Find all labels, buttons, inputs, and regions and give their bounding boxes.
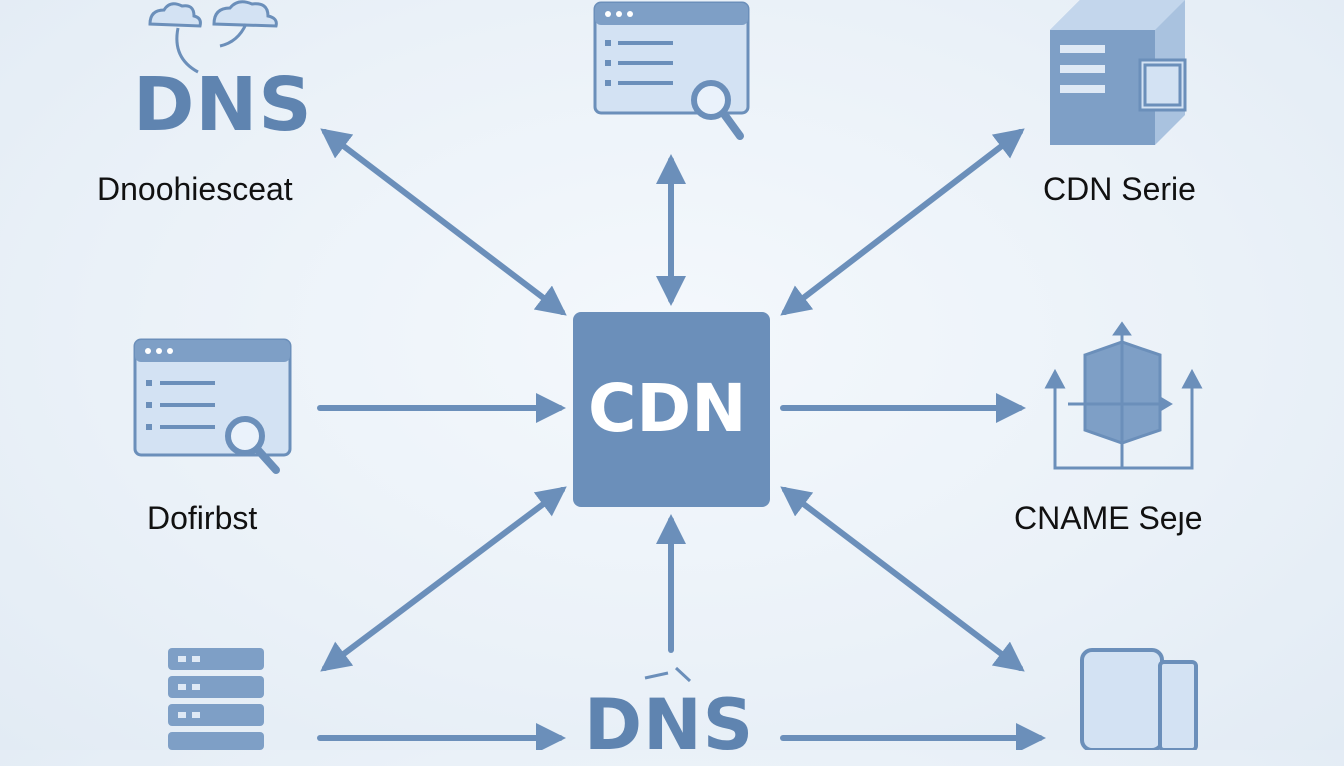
cdn-center-box bbox=[573, 312, 770, 507]
arrow-bottom-left bbox=[320, 486, 567, 672]
server-stack-icon bbox=[168, 648, 264, 750]
cdn-dns-diagram bbox=[133, 0, 1203, 750]
arrow-top-left bbox=[320, 128, 567, 316]
arrow-bottom-right bbox=[780, 486, 1025, 672]
server-box-icon bbox=[1050, 0, 1187, 145]
label-top-right: CDN Serie bbox=[1043, 171, 1196, 207]
cdn-center-label: CDN bbox=[588, 370, 747, 447]
phone-icon bbox=[1080, 648, 1198, 750]
label-top-left: Dnoohiesceat bbox=[97, 171, 293, 207]
dns-logo-bottom-center: DNS bbox=[584, 684, 755, 766]
browser-search-icon bbox=[593, 1, 750, 140]
browser-search-icon-left bbox=[133, 338, 292, 474]
arrow-top-right bbox=[780, 128, 1025, 316]
label-mid-left: Dofirbst bbox=[147, 500, 258, 536]
dns-logo-top-left: DNS bbox=[133, 62, 313, 148]
cloud-icons bbox=[148, 0, 278, 74]
dns-mark-lines bbox=[644, 666, 692, 683]
cname-box-icon bbox=[1044, 321, 1203, 470]
label-mid-right: CNAME Seȷe bbox=[1014, 500, 1203, 536]
